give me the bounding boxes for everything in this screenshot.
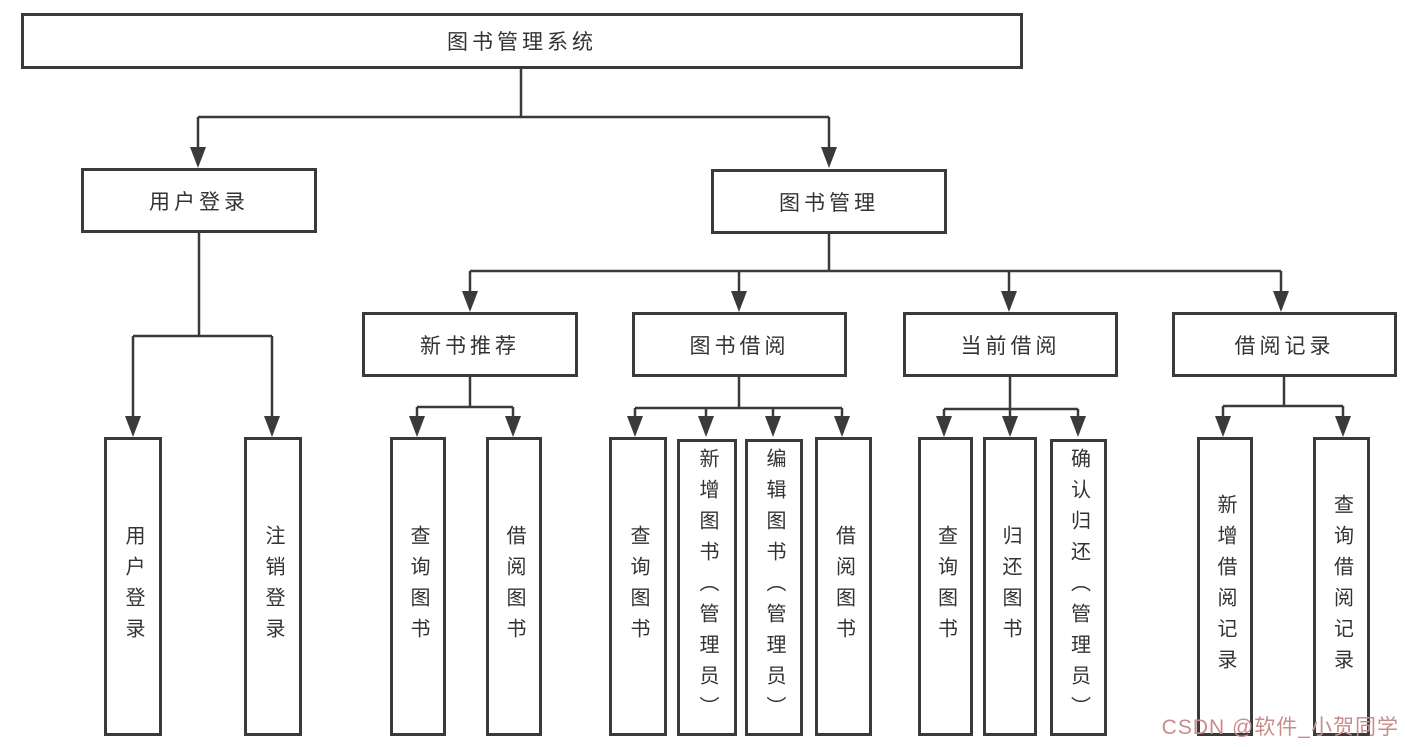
leaf-borrow-books: 借阅图书 xyxy=(815,437,872,736)
leaf-return-book: 归还图书 xyxy=(983,437,1037,736)
arrow-down-icon xyxy=(765,416,781,437)
leaf-edit-book-admin: 编辑图书（管理员） xyxy=(745,439,803,736)
arrow-down-icon xyxy=(627,416,643,437)
node-current-borrow: 当前借阅 xyxy=(903,312,1118,377)
node-borrow-records: 借阅记录 xyxy=(1172,312,1397,377)
arrow-down-icon xyxy=(190,147,206,168)
leaf-borrow-books-recommend: 借阅图书 xyxy=(486,437,542,736)
arrow-down-icon xyxy=(125,416,141,437)
arrowheads xyxy=(125,147,1351,437)
arrow-down-icon xyxy=(1215,416,1231,437)
leaf-user-login: 用户登录 xyxy=(104,437,162,736)
arrow-down-icon xyxy=(821,147,837,168)
arrow-down-icon xyxy=(1335,416,1351,437)
node-user-login: 用户登录 xyxy=(81,168,317,233)
node-book-management: 图书管理 xyxy=(711,169,947,234)
leaf-query-books-borrow: 查询图书 xyxy=(609,437,667,736)
leaf-add-borrow-record: 新增借阅记录 xyxy=(1197,437,1253,736)
arrow-down-icon xyxy=(409,416,425,437)
node-book-borrow: 图书借阅 xyxy=(632,312,847,377)
leaf-confirm-return-admin: 确认归还（管理员） xyxy=(1050,439,1107,736)
arrow-down-icon xyxy=(936,416,952,437)
leaf-query-borrow-record: 查询借阅记录 xyxy=(1313,437,1370,736)
leaf-query-books-current: 查询图书 xyxy=(918,437,973,736)
arrow-down-icon xyxy=(264,416,280,437)
arrow-down-icon xyxy=(1070,416,1086,437)
arrow-down-icon xyxy=(834,416,850,437)
arrow-down-icon xyxy=(1273,291,1289,312)
arrow-down-icon xyxy=(698,416,714,437)
leaf-logout: 注销登录 xyxy=(244,437,302,736)
node-root: 图书管理系统 xyxy=(21,13,1023,69)
arrow-down-icon xyxy=(1001,291,1017,312)
arrow-down-icon xyxy=(462,291,478,312)
arrow-down-icon xyxy=(731,291,747,312)
arrow-down-icon xyxy=(1002,416,1018,437)
csdn-watermark: CSDN @软件_小贺同学 xyxy=(1161,716,1399,739)
leaf-query-books-recommend: 查询图书 xyxy=(390,437,446,736)
node-new-book-recommend: 新书推荐 xyxy=(362,312,578,377)
arrow-down-icon xyxy=(505,416,521,437)
leaf-add-book-admin: 新增图书（管理员） xyxy=(677,439,737,736)
